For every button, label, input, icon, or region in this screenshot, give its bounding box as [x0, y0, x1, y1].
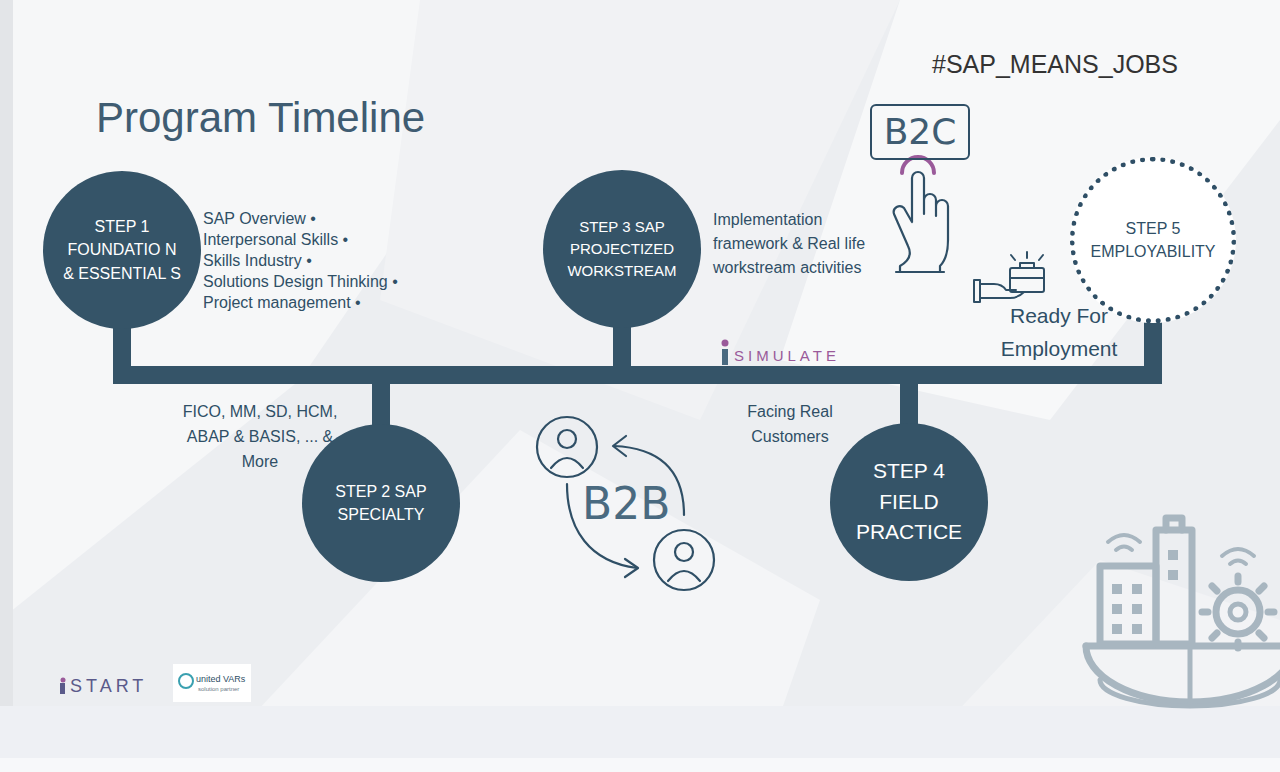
hand-pointer-icon — [894, 157, 948, 272]
annotation: START — [70, 676, 147, 697]
annotation: Interpersonal Skills • — [203, 231, 348, 249]
node-text-group: STEP 5 EMPLOYABILITY — [1088, 217, 1217, 263]
timeline-connector — [381, 326, 622, 426]
node-text-group: STEP 4 FIELD PRACTICE — [847, 456, 970, 547]
node-label: B2C — [884, 112, 957, 152]
annotation: solution partner — [198, 686, 239, 692]
node-text-group: STEP 1 FOUNDATIO N & ESSENTIAL S — [60, 215, 183, 285]
hashtag: #SAP_MEANS_JOBS — [932, 50, 1178, 79]
b2c-box: B2C — [870, 104, 970, 160]
node-text-group: STEP 3 SAP PROJECTIZED WORKSTREAM — [560, 216, 683, 281]
node-label: STEP 3 SAP PROJECTIZED WORKSTREAM — [560, 216, 683, 281]
node-text-group: B2C — [884, 112, 957, 152]
node-label: STEP 5 EMPLOYABILITY — [1088, 217, 1217, 263]
title: Program Timeline — [96, 94, 425, 142]
smart-city-globe-icon — [1086, 518, 1280, 706]
annotation: FICO, MM, SD, HCM, ABAP & BASIS, ... & M… — [170, 400, 350, 474]
annotation: Project management • — [203, 294, 361, 312]
node-text-group: STEP 2 SAP SPECIALTY — [319, 480, 442, 526]
annotation: SIMULATE — [734, 347, 840, 364]
step-circle: STEP 2 SAP SPECIALTY — [302, 424, 460, 582]
annotation: Ready For Employment — [964, 300, 1154, 365]
annotation: united VARs — [196, 674, 245, 684]
briefcase-hand-icon — [974, 252, 1044, 302]
node-label: STEP 2 SAP SPECIALTY — [319, 480, 442, 526]
b2b-label: B2B — [582, 478, 670, 529]
node-label: STEP 4 FIELD PRACTICE — [847, 456, 970, 547]
step-circle: STEP 4 FIELD PRACTICE — [830, 423, 988, 581]
annotation: SAP Overview • — [203, 210, 316, 228]
b2b-icon — [537, 417, 714, 590]
step-circle: STEP 1 FOUNDATIO N & ESSENTIAL S — [43, 171, 201, 329]
annotation: Implementation framework & Real life wor… — [713, 208, 893, 280]
annotation: Skills Industry • — [203, 252, 312, 270]
step-circle: STEP 3 SAP PROJECTIZED WORKSTREAM — [543, 170, 701, 328]
logo-marks — [60, 340, 729, 703]
node-label: STEP 1 FOUNDATIO N & ESSENTIAL S — [60, 215, 183, 285]
annotation: Facing Real Customers — [730, 400, 850, 450]
annotation: Solutions Design Thinking • — [203, 273, 398, 291]
step-circle-dotted: STEP 5 EMPLOYABILITY — [1070, 157, 1236, 323]
